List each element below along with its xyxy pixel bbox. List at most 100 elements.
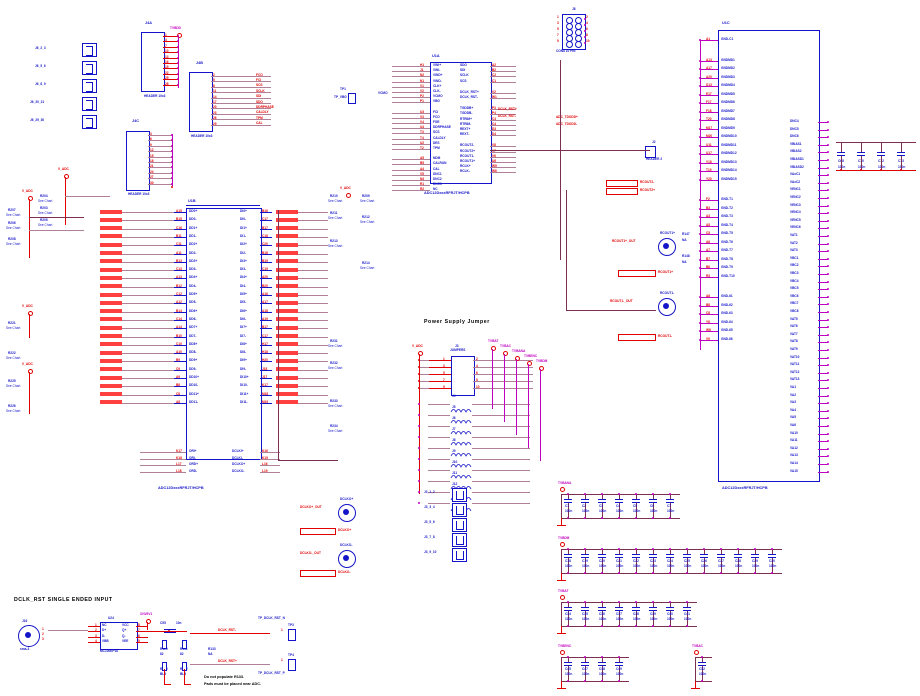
adc-u1c-gnd-wire (700, 234, 718, 235)
cap-plate-bot (857, 155, 865, 157)
adc-u1b-left-pinwire (174, 353, 186, 354)
adc-u1c-right-label: VENC4 (790, 210, 801, 215)
adc-u1c-gnd-pinname: GND-C1 (721, 37, 734, 41)
cap-plate-bot (632, 557, 640, 559)
net-wire-right (298, 386, 328, 388)
header-j4c-pin: 27 (150, 175, 154, 180)
cap-plate-top (598, 499, 606, 501)
cap-ref: C37 (616, 612, 622, 616)
psj-shunt-symbol[interactable] (452, 488, 467, 502)
adc-u1c-gnd-pinname: GNDMD14 (721, 168, 737, 172)
jumper-label-2: J6_8_9 (35, 82, 46, 86)
jumper-symbol-4[interactable] (82, 115, 97, 129)
adc-u1c-right-wire (818, 388, 828, 389)
adc-u1a-right-wire (490, 156, 516, 158)
cap-plate-bot (598, 665, 606, 667)
connector-j8-hole[interactable] (566, 41, 573, 48)
cap-plate-bot (581, 610, 589, 612)
cap-plate-bot (700, 557, 708, 559)
adc-u1c-right-wire (818, 129, 828, 131)
cap-plate-bot (615, 502, 623, 504)
psj-bead-wire-l (428, 437, 450, 438)
jumper-symbol-0[interactable] (82, 43, 97, 57)
adc-u1c-gnd-pinname: GNDMD5 (721, 91, 735, 96)
adc-u1b-clk-left-pinnum: K18 (176, 455, 182, 460)
adc-u1b-left-pinwire (174, 328, 186, 329)
adc-u1c-gnd-pinname: GND-66 (721, 336, 733, 341)
cap-lead-top (618, 602, 620, 607)
junction-dot (566, 625, 569, 627)
header-j4a-body[interactable] (141, 32, 165, 92)
psj-jumper-body[interactable] (451, 356, 475, 396)
cap-bank-gnd-stub (561, 626, 562, 634)
adc-u1a-right-pinnum: C3 (492, 116, 497, 121)
adc-u1b-right-pinwire (260, 328, 272, 329)
res-ref-r212: R212 (362, 215, 370, 219)
psj-rail-power-symbol (491, 346, 496, 351)
net-label-box-left (100, 400, 122, 405)
net-label-box-right (276, 400, 298, 405)
header-j4a-pin: 10 (165, 49, 169, 54)
adc-u1b-body[interactable] (186, 208, 262, 460)
adc-u1c-gnd-pinname: GNDMD2 (721, 66, 735, 70)
adc-u1c-right-label: VA1 (790, 385, 796, 389)
adc-u1b-left-pinwire (174, 319, 186, 321)
adc-u1b-right-pinnum: J18 (262, 366, 268, 371)
jumper-symbol-3[interactable] (82, 97, 97, 111)
header-j2-body[interactable] (645, 146, 656, 158)
cap-lead-bot (601, 558, 603, 573)
adc-u1a-left-pinnum: T2 (420, 146, 424, 150)
net-wire-right (298, 361, 328, 363)
junction-dot (583, 493, 586, 495)
psj-rail-wire (504, 354, 505, 422)
adc-u1c-gnd-wire (700, 77, 718, 79)
psj-shunt-symbol[interactable] (452, 503, 467, 517)
adc-u1b-left-pinname: DD2- (189, 250, 197, 255)
adc-u1c-gnd-wire (700, 322, 718, 324)
jumper-symbol-1[interactable] (82, 61, 97, 75)
adc-u1a-left-pinnum: T4 (420, 135, 424, 140)
connector-j8-pin-left: 5 (557, 27, 559, 31)
header-j4b-net: FCI (256, 77, 262, 82)
jumper-symbol-2[interactable] (82, 79, 97, 93)
junction-dot (617, 656, 620, 658)
dclk-buffer-body[interactable] (100, 622, 138, 650)
psj-vadc-bus (419, 354, 420, 494)
adc-u1a-left-pinnum: T3 (420, 130, 424, 135)
adc-u1c-gnd-pinname: GNDMD4 (721, 83, 735, 87)
psj-shunt-symbol[interactable] (452, 548, 467, 562)
adc-u1c-gnd-pinname: GNDMD7 (721, 108, 735, 113)
cap-bank-power-symbol (560, 595, 565, 600)
adc-u1c-gnd-pinnum: A6 (706, 239, 711, 244)
psj-shunt-symbol[interactable] (452, 533, 467, 547)
adc-u1a-left-pinnum: A5 (420, 156, 425, 161)
junction-dot (827, 280, 829, 283)
net-label-box-left (100, 309, 122, 314)
adc-u1c-gnd-wire (700, 339, 718, 341)
header-j4c-body[interactable] (126, 131, 150, 191)
cap-lead-top (860, 142, 862, 152)
net-wire-left (122, 353, 174, 354)
adc-u1a-left-wire (392, 174, 430, 176)
tp1-symbol[interactable] (348, 93, 356, 104)
connector-j8-pin-right: 2 (586, 15, 588, 19)
dclk-tp4-symbol[interactable] (288, 659, 296, 671)
adc-u1c-body[interactable] (718, 30, 820, 482)
adc-u1a-body[interactable] (430, 62, 492, 184)
adc-u1c-right-wire (818, 228, 828, 230)
adc-u1b-clk-left-wire (140, 452, 186, 453)
cap-ref: C7 (667, 504, 672, 508)
dclk-tp3-symbol[interactable] (288, 629, 296, 641)
header-j4a-pin: 25 (165, 76, 169, 81)
header-j4b-body[interactable] (189, 72, 213, 132)
adc-u1c-right-label: VBC1 (790, 255, 799, 260)
net-wire-left (122, 361, 174, 363)
adc-u1c-gnd-pinname: GNDMD11 (721, 142, 737, 147)
connector-j8-hole[interactable] (575, 41, 582, 48)
net-wire-left (122, 286, 174, 288)
adc-u1c-right-wire (818, 167, 828, 169)
gnd-symbol (557, 525, 566, 526)
adc-u1c-gnd-bus (699, 40, 701, 350)
psj-shunt-symbol[interactable] (452, 518, 467, 532)
adc-u1c-right-wire (818, 243, 828, 245)
